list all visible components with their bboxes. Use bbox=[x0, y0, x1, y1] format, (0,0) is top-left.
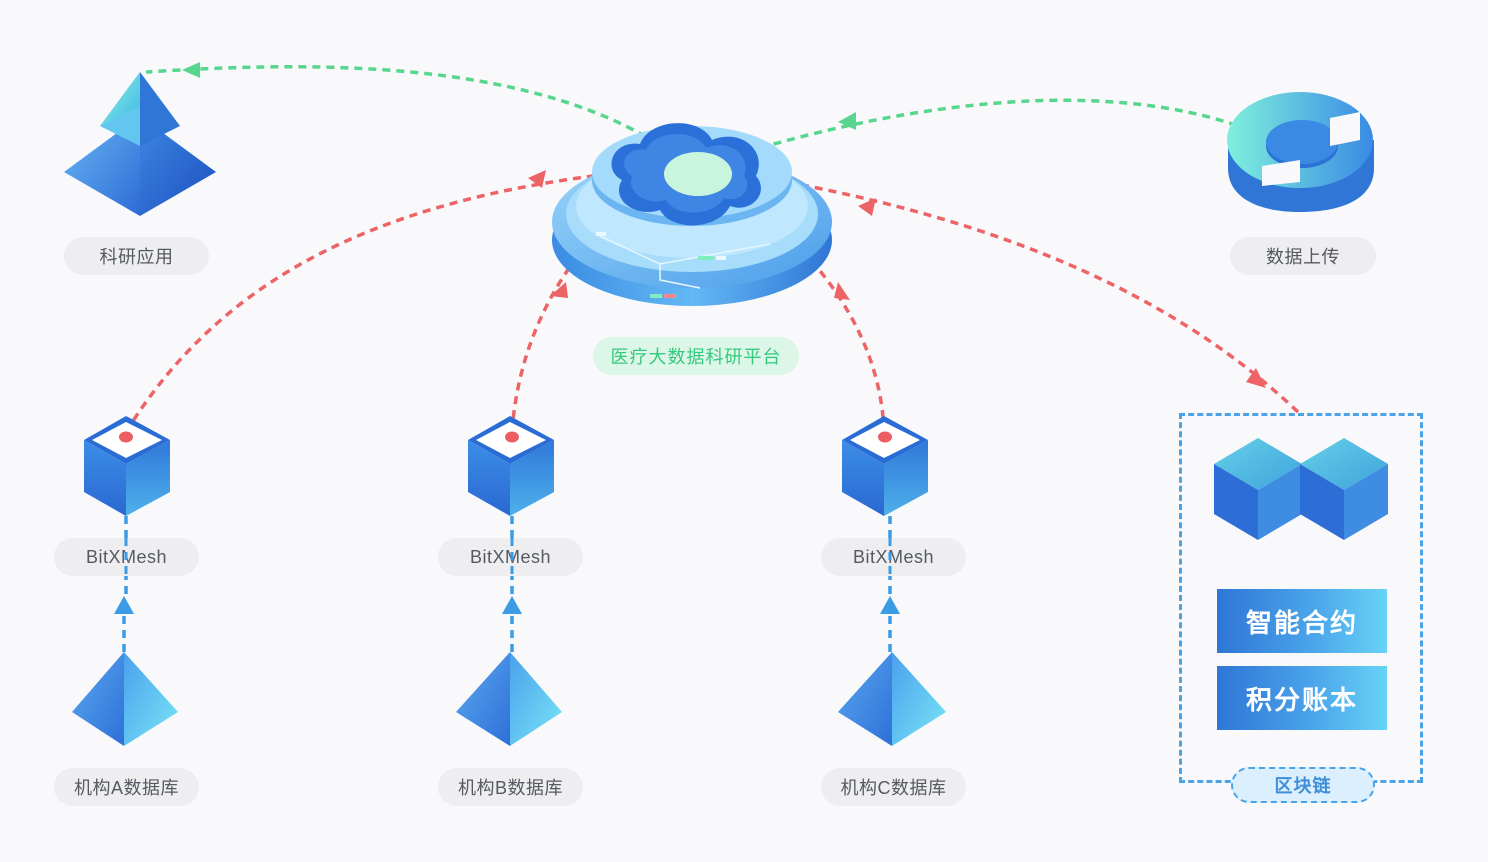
node-c-database-label: 机构C数据库 bbox=[821, 768, 966, 806]
node-b-mesh-label: BitXMesh bbox=[438, 538, 583, 576]
node-c-cube-icon bbox=[842, 416, 928, 516]
node-c-database-pyramid-icon bbox=[838, 652, 946, 746]
red-arrow-node-b bbox=[510, 166, 673, 433]
node-b-group bbox=[456, 416, 562, 746]
node-b-up-arrow-icon bbox=[502, 596, 522, 614]
node-b-database-label: 机构B数据库 bbox=[438, 768, 583, 806]
red-arrow-node-a bbox=[124, 166, 673, 433]
blockchain-cubes-icon bbox=[1214, 438, 1388, 540]
node-a-database-label: 机构A数据库 bbox=[54, 768, 199, 806]
node-a-up-arrow-icon bbox=[114, 596, 134, 614]
node-a-cube-icon bbox=[84, 416, 170, 516]
data-upload-ring-icon bbox=[1227, 92, 1374, 212]
node-a-mesh-label: BitXMesh bbox=[54, 538, 199, 576]
node-c-up-arrow-icon bbox=[880, 596, 900, 614]
points-ledger-block: 积分账本 bbox=[1217, 666, 1387, 730]
node-b-database-pyramid-icon bbox=[456, 652, 562, 746]
smart-contract-block: 智能合约 bbox=[1217, 589, 1387, 653]
node-a-group bbox=[72, 416, 178, 746]
node-b-cube-icon bbox=[468, 416, 554, 516]
blockchain-tag: 区块链 bbox=[1231, 767, 1375, 803]
green-arrow-to-research-app bbox=[145, 62, 694, 170]
node-c-group bbox=[838, 416, 946, 746]
node-a-database-pyramid-icon bbox=[72, 652, 178, 746]
platform-label: 医疗大数据科研平台 bbox=[593, 337, 799, 375]
research-app-label: 科研应用 bbox=[64, 237, 209, 275]
data-upload-label: 数据上传 bbox=[1230, 237, 1376, 275]
red-arrow-node-c bbox=[699, 166, 886, 433]
node-c-mesh-label: BitXMesh bbox=[821, 538, 966, 576]
platform-disk-icon bbox=[552, 123, 832, 306]
research-pyramid-icon bbox=[64, 72, 216, 216]
red-arrow-blockchain bbox=[699, 166, 1300, 414]
